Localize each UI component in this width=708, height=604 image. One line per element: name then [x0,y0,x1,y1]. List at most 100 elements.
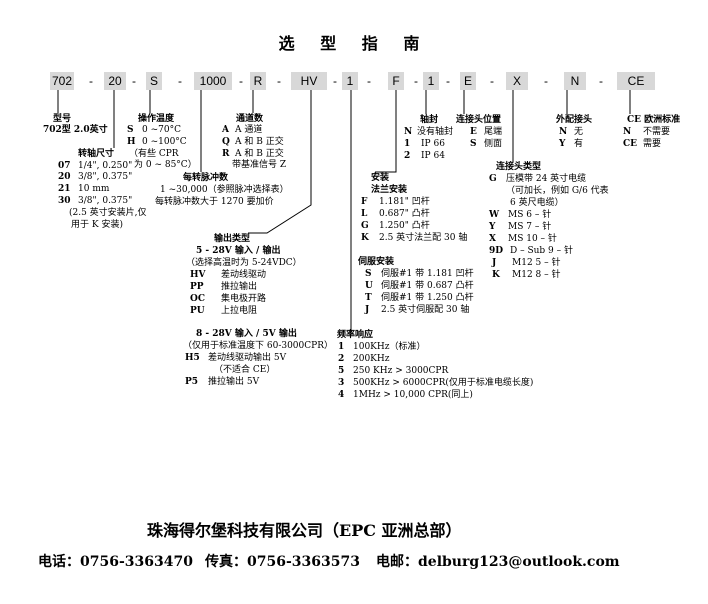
connector-type-text: （可加长，例如 G/6 代表 [506,186,609,196]
freq-code: 3 [338,378,345,388]
code-box-freq: 1 [342,72,358,90]
code-box-temp: S [146,72,162,90]
connector-type-text: MS 10 – 针 [508,234,557,244]
connector-position-code: S [470,139,477,149]
code-box-output: HV [291,72,327,90]
code-separator: - [599,74,603,88]
ce-text: 不需要 [643,127,671,137]
output-text: 差动线驱动 [221,270,267,280]
mount-text: 1.250" 凸杆 [379,221,430,231]
shaft-header: 转轴尺寸 [78,149,115,159]
connector-type-code: 9D [489,246,504,256]
temp-header: 操作温度 [138,114,175,124]
channel-text: A 通道 [235,125,263,135]
output-text: 差动线驱动输出 5V [208,353,287,363]
servo-code: T [365,293,372,303]
output-subheader: 5 - 28V 输入 / 输出 [196,246,281,256]
seal-text: IP 66 [421,139,445,149]
connector-position-text: 尾端 [484,127,503,137]
output-code: P5 [185,377,199,387]
code-box-model: 702 [50,72,74,90]
ce-code: N [623,127,632,137]
model-description: 702型 2.0英寸 [43,125,108,135]
connector-type-text: 6 英尺电缆） [510,198,564,208]
shaft-note: (2.5 英寸安装片,仅 [69,208,147,218]
connector-type-text: 压模带 24 英寸电缆 [506,174,587,184]
shaft-text: 10 mm [78,184,110,194]
shaft-text: 1/4", 0.250" [78,161,133,171]
seal-text: 没有轴封 [417,127,454,137]
code-separator: - [367,74,371,88]
freq-code: 4 [338,390,345,400]
connector-type-text: D – Sub 9 – 针 [510,246,573,256]
servo-text: 2.5 英寸伺服配 30 轴 [381,305,470,315]
connector-position-header: 连接头位置 [456,115,502,125]
connector-type-text: M12 5 – 针 [512,258,561,268]
fax-number: 传真：0756-3363573 [205,554,360,570]
servo-text: 伺服#1 带 1.250 凸杆 [381,293,474,303]
seal-code: N [404,127,413,137]
code-separator: - [544,74,548,88]
freq-text: 1MHz > 10,000 CPR(同上) [353,390,473,400]
channel-header: 通道数 [236,114,264,124]
output-code: PP [190,282,204,292]
ppr-line: 每转脉冲数大于 1270 要加价 [155,197,274,207]
mating-text: 无 [574,127,584,137]
mount-text: 0.687" 凸杆 [379,209,430,219]
mount-text: 1.181" 凹杆 [379,197,430,207]
connector-type-code: G [489,174,497,184]
code-separator: - [333,74,337,88]
temp-note: （有些 CPR [129,149,179,159]
mount-code: G [361,221,369,231]
shaft-code: 21 [58,184,71,194]
phone-number: 电话：0756-3363470 [38,554,193,570]
connector-type-code: W [489,210,500,220]
channel-code: A [222,125,229,135]
temp-note: 为 0 ~ 85°C） [134,160,197,170]
channel-note: 带基准信号 Z [232,160,287,170]
servo-text: 伺服#1 带 0.687 凸杆 [381,281,474,291]
freq-text: 200KHz [353,354,390,364]
ce-header: CE 欧洲标准 [627,115,681,125]
output-code: OC [190,294,206,304]
freq-text: 100KHz（标准） [353,342,426,352]
freq-code: 1 [338,342,345,352]
mount-code: L [361,209,368,219]
code-box-mating: N [564,72,586,90]
freq-code: 5 [338,366,345,376]
code-box-ppr: 1000 [194,72,232,90]
code-box-connector-type: X [506,72,528,90]
freq-code: 2 [338,354,345,364]
connector-type-code: Y [489,222,496,232]
servo-code: S [365,269,372,279]
freq-header: 频率响应 [337,330,374,340]
connector-type-text: M12 8 – 针 [512,270,561,280]
shaft-code: 20 [58,172,71,182]
connector-type-text: MS 6 – 针 [508,210,552,220]
connector-position-code: E [470,127,477,137]
servo-code: J [365,305,370,315]
code-box-channel: R [250,72,266,90]
output-text: 集电极开路 [221,294,267,304]
mount-code: F [361,197,368,207]
connector-position-text: 侧面 [484,139,503,149]
mating-code: Y [559,139,566,149]
mating-text: 有 [574,139,584,149]
temp-code: H [127,137,136,147]
temp-text: 0 ~70°C [142,125,181,135]
output-header: 输出类型 [214,234,251,244]
output-code: HV [190,270,206,280]
output-subheader: 8 - 28V 输入 / 5V 输出 [196,329,297,339]
output-note: （选择高温时为 5-24VDC） [186,258,302,268]
code-box-mount: F [388,72,404,90]
servo-text: 伺服#1 带 1.181 凹杆 [381,269,474,279]
connector-type-code: J [492,258,497,268]
code-separator: - [414,74,418,88]
temp-text: 0 ~100°C [142,137,187,147]
shaft-note: 用于 K 安装) [71,220,123,230]
seal-code: 2 [404,151,411,161]
seal-code: 1 [404,139,411,149]
mount-text: 2.5 英寸法兰配 30 轴 [379,233,468,243]
output-text: （不适合 CE） [214,365,276,375]
